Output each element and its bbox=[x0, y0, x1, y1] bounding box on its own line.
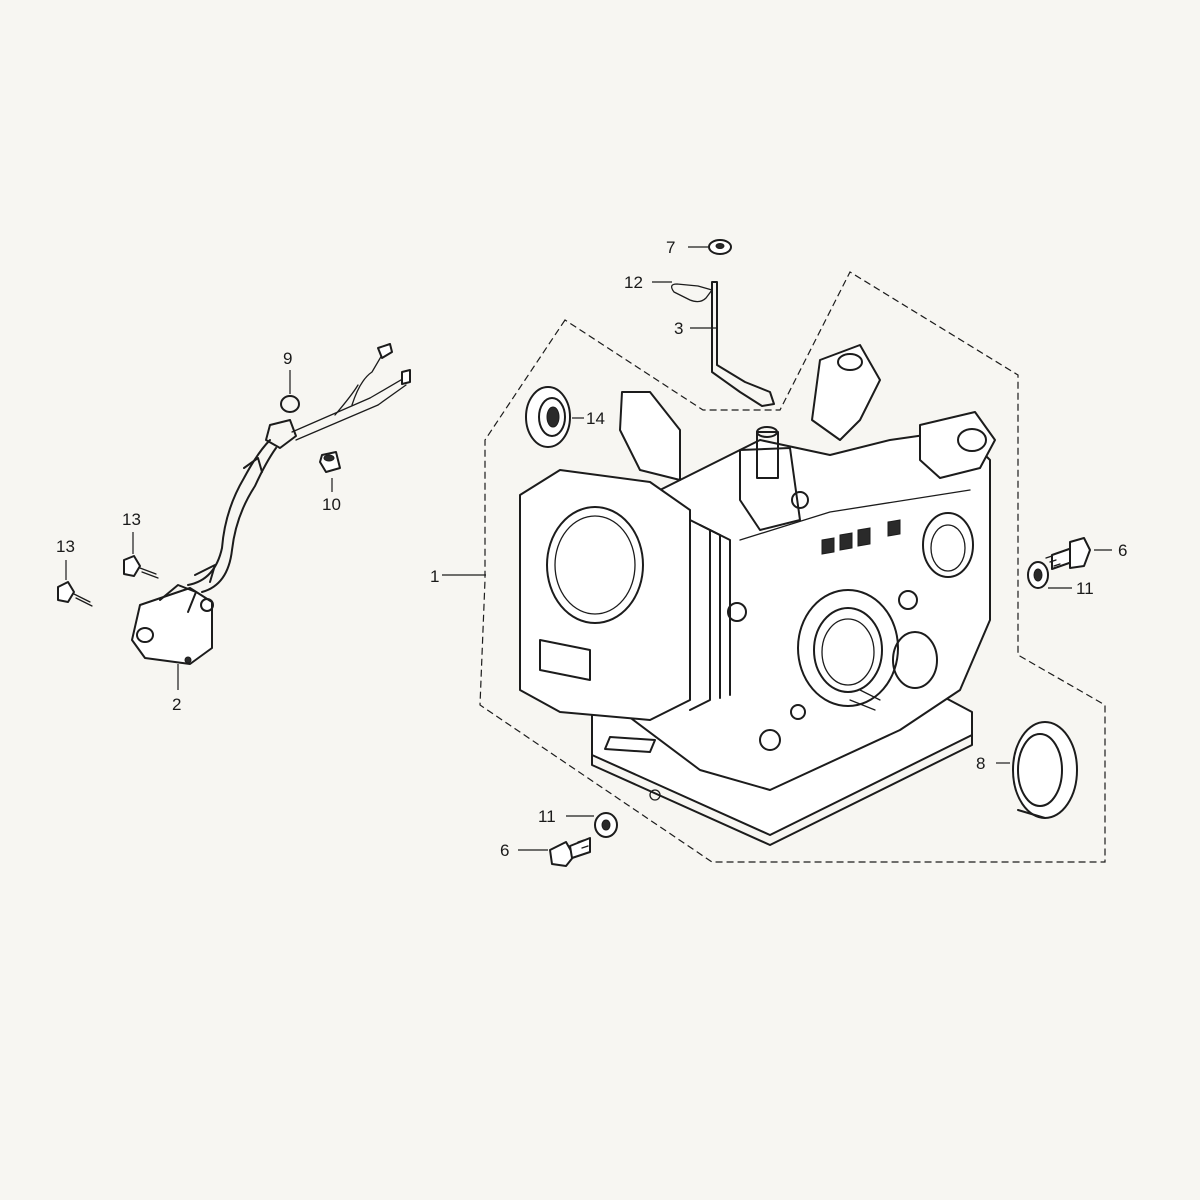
bolt-part-6-right[interactable] bbox=[1045, 537, 1091, 570]
grommet-part-10[interactable] bbox=[319, 451, 341, 473]
assembly-boundary bbox=[479, 271, 1106, 863]
crankcase-part[interactable] bbox=[519, 344, 996, 846]
oil-seal-part-8[interactable] bbox=[1012, 721, 1078, 819]
callout-12: 12 bbox=[624, 273, 643, 292]
callout-13-left: 13 bbox=[56, 537, 75, 556]
washer-part-7[interactable] bbox=[708, 239, 732, 255]
screw-part-13-left[interactable] bbox=[57, 581, 93, 607]
callout-2: 2 bbox=[172, 695, 181, 714]
callout-6-right: 6 bbox=[1118, 541, 1127, 560]
callout-13-right: 13 bbox=[122, 510, 141, 529]
o-ring-part-9[interactable] bbox=[280, 395, 300, 413]
oil-seal-part-14[interactable] bbox=[525, 386, 571, 448]
callout-11-bottom: 11 bbox=[538, 807, 556, 826]
oil-switch-part[interactable] bbox=[131, 343, 411, 665]
callout-7: 7 bbox=[666, 238, 675, 257]
oil-rod-part[interactable] bbox=[711, 281, 775, 407]
callout-3: 3 bbox=[674, 319, 683, 338]
callout-14: 14 bbox=[586, 409, 605, 428]
bolt-part-6-bottom[interactable] bbox=[549, 837, 591, 867]
callout-11-right: 11 bbox=[1076, 579, 1094, 598]
callout-1: 1 bbox=[430, 567, 439, 586]
washer-part-11-right[interactable] bbox=[1027, 561, 1049, 589]
callout-6-bottom: 6 bbox=[500, 841, 509, 860]
leader-lines bbox=[65, 246, 1112, 851]
callout-10: 10 bbox=[322, 495, 341, 514]
callout-8: 8 bbox=[976, 754, 985, 773]
screw-part-13-right[interactable] bbox=[123, 555, 159, 579]
callout-9: 9 bbox=[283, 349, 292, 368]
washer-part-11-bottom[interactable] bbox=[594, 812, 618, 838]
clip-part[interactable] bbox=[670, 283, 713, 303]
